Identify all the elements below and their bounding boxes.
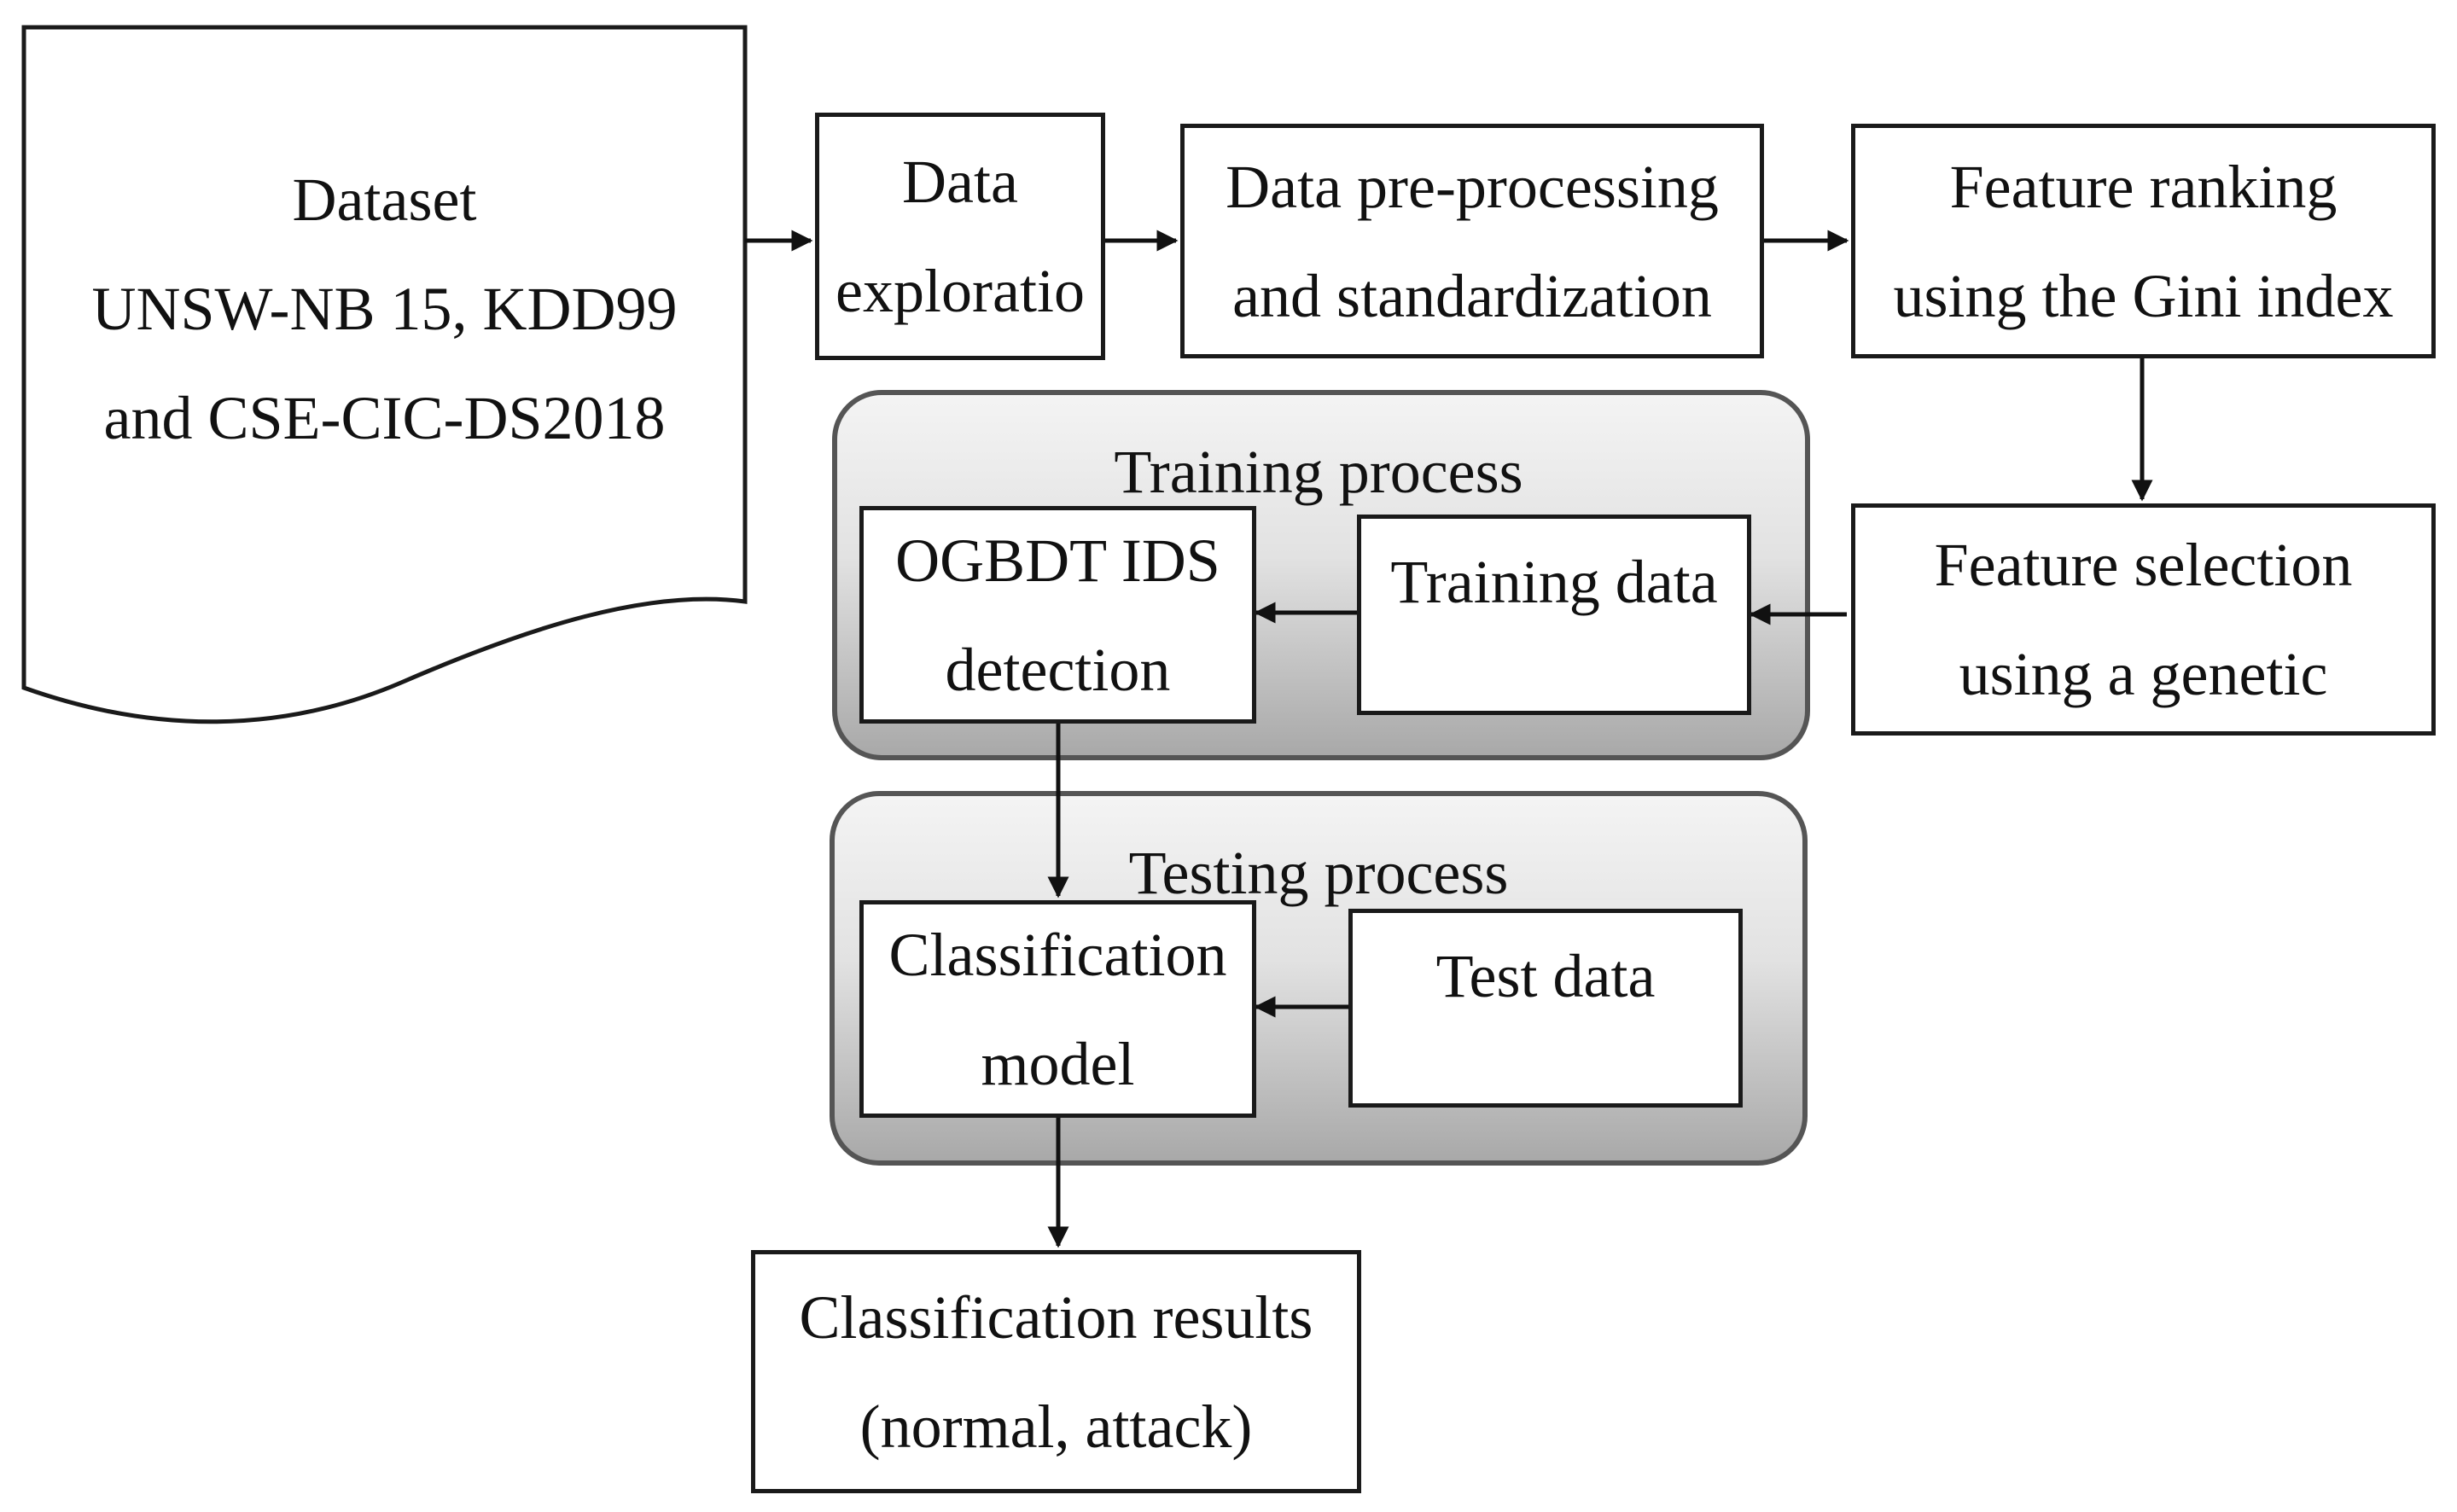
feature-selection-box: Feature selection using a genetic <box>1851 503 2436 736</box>
results-line-1: Classification results <box>799 1282 1313 1352</box>
classification-results-box: Classification results (normal, attack) <box>751 1250 1361 1493</box>
dataset-line-2: UNSW-NB 15, KDD99 <box>91 275 678 343</box>
selection-line-1: Feature selection <box>1934 531 2353 599</box>
preprocessing-line-1: Data pre-processing <box>1226 152 1719 221</box>
dataset-document-shape <box>21 25 748 724</box>
exploration-line-1: Data <box>902 148 1018 216</box>
preprocessing-box: Data pre-processing and standardization <box>1180 124 1764 358</box>
testing-process-title: Testing process <box>1128 839 1509 907</box>
data-exploration-box: Data exploratio <box>815 113 1105 360</box>
training-process-title: Training process <box>1114 438 1523 506</box>
ogbdt-line-1: OGBDT IDS <box>895 526 1220 595</box>
classification-model-line-2: model <box>981 1029 1135 1098</box>
ranking-line-2: using the Gini index <box>1893 261 2394 330</box>
dataset-line-1: Dataset <box>292 166 477 234</box>
test-data-label: Test data <box>1435 942 1656 1010</box>
ranking-line-1: Feature ranking <box>1949 152 2338 221</box>
dataset-text: Dataset UNSW-NB 15, KDD99 and CSE-CIC-DS… <box>24 145 745 473</box>
test-data-box: Test data <box>1348 909 1743 1108</box>
ogbdt-ids-box: OGBDT IDS detection <box>859 506 1256 724</box>
dataset-line-3: and CSE-CIC-DS2018 <box>103 384 666 452</box>
results-line-2: (normal, attack) <box>859 1392 1253 1461</box>
exploration-line-2: exploratio <box>835 257 1085 325</box>
classification-model-line-1: Classification <box>888 920 1227 989</box>
selection-line-2: using a genetic <box>1959 640 2328 708</box>
preprocessing-line-2: and standardization <box>1232 261 1712 330</box>
ogbdt-line-2: detection <box>945 635 1171 704</box>
feature-ranking-box: Feature ranking using the Gini index <box>1851 124 2436 358</box>
training-data-box: Training data <box>1357 515 1751 715</box>
training-data-label: Training data <box>1390 548 1718 616</box>
classification-model-box: Classification model <box>859 900 1256 1118</box>
